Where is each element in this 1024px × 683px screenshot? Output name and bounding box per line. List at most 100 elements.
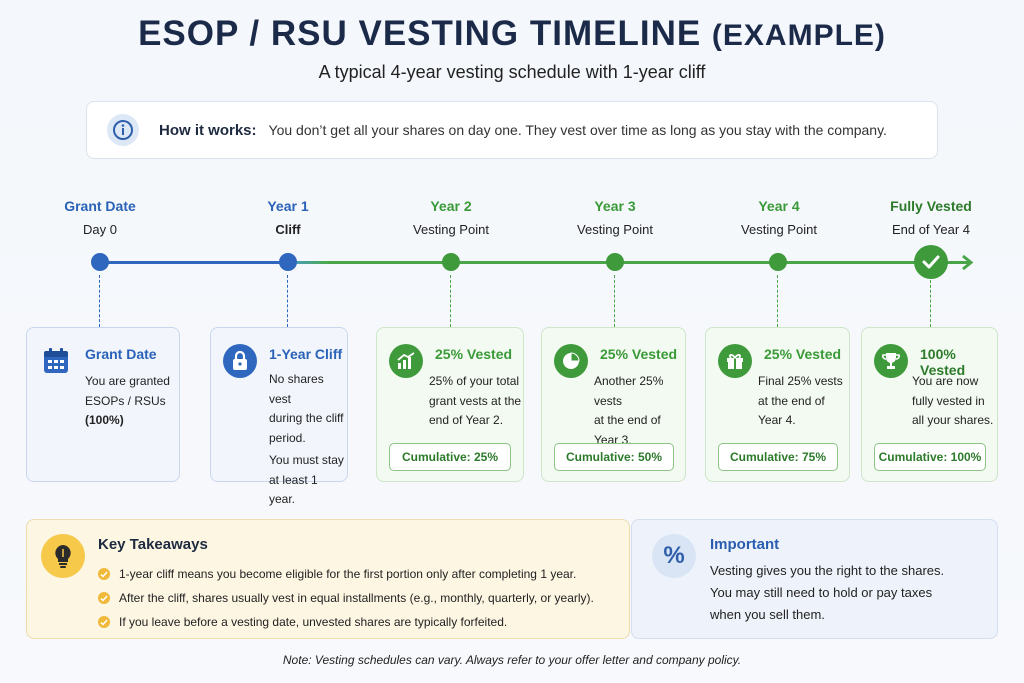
timeline-segment-transition — [288, 261, 328, 264]
list-item: If you leave before a vesting date, unve… — [98, 610, 594, 634]
timeline-dot-year-4 — [769, 253, 787, 271]
card-line: Another 25% vests — [594, 374, 664, 408]
milestone-year-4: Year 4 Vesting Point — [699, 198, 859, 237]
check-icon — [98, 568, 110, 580]
info-icon — [107, 114, 139, 146]
milestone-sub: Cliff — [275, 222, 301, 237]
key-takeaways-title: Key Takeaways — [98, 536, 208, 553]
card-line: during the cliff — [269, 411, 344, 425]
check-icon — [914, 245, 948, 279]
card-title: 25% Vested — [764, 346, 842, 362]
card-cliff: 1-Year Cliff No shares vest during the c… — [210, 327, 348, 506]
card-line: period. — [269, 430, 306, 445]
card-grant-date: Grant Date You are granted ESOPs / RSUs … — [26, 327, 180, 482]
milestone-title: Year 4 — [758, 198, 800, 214]
milestone-sub: Vesting Point — [741, 222, 817, 237]
card-line: You must stay — [269, 453, 344, 467]
card-year-4: 25% Vested Final 25% vests at the end of… — [705, 327, 850, 482]
card-line: You are now — [912, 374, 979, 388]
how-it-works-text: You don’t get all your shares on day one… — [268, 122, 887, 138]
card-line: ESOPs / RSUs — [85, 393, 166, 408]
milestone-title: Year 3 — [594, 198, 636, 214]
calendar-icon — [39, 344, 73, 378]
check-icon — [98, 592, 110, 604]
card-title: 25% Vested — [435, 346, 513, 362]
card-line: end of Year 2. — [429, 413, 504, 427]
milestone-fully-vested: Fully Vested End of Year 4 — [851, 198, 1011, 237]
timeline-arrow-icon — [950, 254, 974, 271]
list-item: After the cliff, shares usually vest in … — [98, 586, 594, 610]
timeline-segment-green — [328, 261, 958, 264]
footer-note: Note: Vesting schedules can vary. Always… — [282, 653, 742, 667]
milestone-year-2: Year 2 Vesting Point — [371, 198, 531, 237]
card-line: at least 1 year. — [269, 472, 318, 507]
card-year-2: 25% Vested 25% of your total grant vests… — [376, 327, 524, 482]
cumulative-badge: Cumulative: 100% — [874, 443, 986, 471]
chart-up-icon — [389, 344, 423, 378]
timeline-dot-year-3 — [606, 253, 624, 271]
card-title: 100% Vested — [920, 346, 966, 378]
important-title: Important — [710, 536, 780, 553]
milestone-sub: Vesting Point — [413, 222, 489, 237]
milestone-title: Grant Date — [64, 198, 136, 214]
milestone-title: Year 2 — [430, 198, 472, 214]
milestone-title: Fully Vested — [890, 198, 972, 214]
milestone-sub: Vesting Point — [577, 222, 653, 237]
card-year-3: 25% Vested Another 25% vests at the end … — [541, 327, 686, 482]
card-body: You are now fully vested in all your sha… — [912, 372, 993, 431]
connector — [930, 280, 931, 327]
cumulative-badge: Cumulative: 75% — [718, 443, 838, 471]
key-takeaways-box: Key Takeaways 1-year cliff means you bec… — [26, 519, 630, 639]
milestone-year-3: Year 3 Vesting Point — [535, 198, 695, 237]
card-line: fully vested in — [912, 393, 985, 408]
cumulative-badge: Cumulative: 25% — [389, 443, 511, 471]
page-title: ESOP / RSU VESTING TIMELINE (EXAMPLE) — [0, 14, 1024, 54]
card-line: You are granted — [85, 374, 170, 388]
important-line: You may still need to hold or pay taxes — [710, 585, 933, 600]
timeline-dot-grant — [91, 253, 109, 271]
milestone-title: Year 1 — [267, 198, 309, 214]
card-title: Grant Date — [85, 346, 157, 362]
how-it-works-label: How it works: — [159, 121, 257, 139]
card-body: You are granted ESOPs / RSUs (100%) — [85, 372, 170, 431]
milestone-year-1: Year 1 Cliff — [208, 198, 368, 237]
milestone-sub: Day 0 — [83, 222, 117, 237]
important-box: % Important Vesting gives you the right … — [631, 519, 998, 639]
connector — [287, 275, 288, 327]
how-it-works-banner: How it works: You don’t get all your sha… — [86, 101, 938, 159]
card-line: at the end of — [758, 393, 825, 408]
card-line: No shares vest — [269, 372, 324, 406]
timeline-dot-year-2 — [442, 253, 460, 271]
gift-icon — [718, 344, 752, 378]
lightbulb-icon — [41, 534, 85, 578]
takeaway-text: After the cliff, shares usually vest in … — [119, 591, 594, 605]
connector — [777, 275, 778, 327]
check-icon — [98, 616, 110, 628]
important-line: Vesting gives you the right to the share… — [710, 563, 945, 578]
trophy-icon — [874, 344, 908, 378]
timeline-segment-blue — [100, 261, 288, 264]
important-line: when you sell them. — [710, 607, 825, 622]
card-body: 25% of your total grant vests at the end… — [429, 372, 521, 431]
card-title: 1-Year Cliff — [269, 346, 343, 362]
title-main: ESOP / RSU VESTING TIMELINE — [138, 14, 702, 53]
connector — [614, 275, 615, 327]
important-body: Vesting gives you the right to the share… — [710, 560, 944, 626]
card-line: at the end of — [594, 413, 661, 427]
connector — [99, 275, 100, 327]
card-fully-vested: 100% Vested You are now fully vested in … — [861, 327, 998, 482]
card-line: grant vests at the — [429, 393, 522, 408]
milestone-sub: End of Year 4 — [891, 222, 971, 237]
card-body: Another 25% vests at the end of Year 3. — [594, 372, 685, 450]
timeline-dot-year-1 — [279, 253, 297, 271]
milestone-grant-date: Grant Date Day 0 — [20, 198, 180, 237]
card-line: all your shares. — [912, 413, 994, 427]
card-line: (100%) — [85, 413, 124, 427]
card-title: 25% Vested — [600, 346, 678, 362]
page-subtitle: A typical 4-year vesting schedule with 1… — [318, 62, 706, 82]
card-line: Year 4. — [758, 413, 796, 427]
pie-chart-icon — [554, 344, 588, 378]
card-body: No shares vest during the cliff period. … — [269, 370, 347, 510]
card-line: 25% of your total — [429, 374, 520, 388]
cumulative-badge: Cumulative: 50% — [554, 443, 674, 471]
